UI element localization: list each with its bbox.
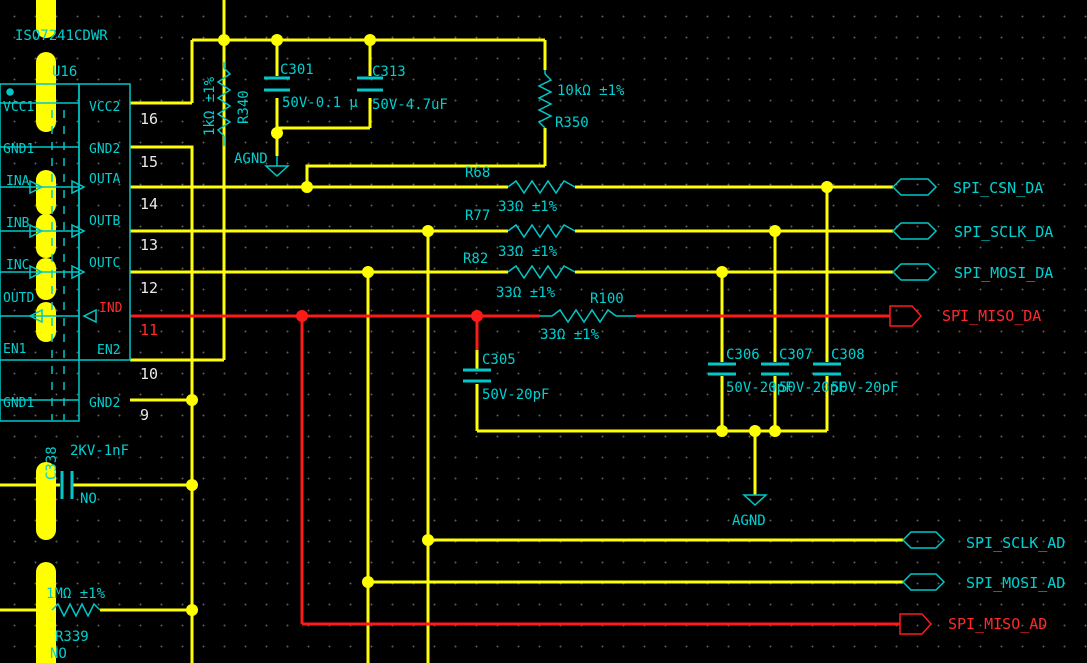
ground-symbol-bottom — [742, 494, 768, 507]
capacitor-c338[interactable] — [60, 471, 74, 499]
c306-ref: C306 — [726, 347, 760, 363]
resistor-r82[interactable] — [507, 264, 576, 280]
ic-left-pin-labels: VCC1 GND1 INA INB INC OUTD EN1 GND1 — [3, 100, 34, 411]
resistor-r339[interactable] — [51, 602, 101, 618]
resistor-r350[interactable] — [537, 70, 553, 129]
ic-pin-numbers: 16 15 14 13 12 11 10 9 — [140, 110, 158, 424]
port-spi-miso-ad[interactable]: SPI_MISO_AD — [948, 615, 1047, 633]
pin-label-vcc1: VCC1 — [3, 100, 34, 115]
agnd-label-bottom: AGND — [732, 513, 766, 529]
c338-ref: C338 — [44, 446, 60, 480]
c306-value: 50V-20pF — [726, 380, 793, 396]
pin-label-inc: INC — [6, 258, 29, 273]
r339-ref: R339 — [55, 629, 89, 645]
r100-ref: R100 — [590, 291, 624, 307]
pin-label-en2: EN2 — [97, 343, 120, 358]
r340-ref: R340 — [236, 90, 252, 124]
nets-yellow — [0, 0, 903, 663]
pin-number-15: 15 — [140, 153, 158, 171]
ic-part-number: ISO7241CDWR — [15, 28, 108, 44]
port-symbols-red — [889, 305, 933, 635]
pin-label-en1: EN1 — [3, 342, 26, 357]
pin-label-gnd2-b: GND2 — [89, 396, 120, 411]
r82-ref: R82 — [463, 251, 488, 267]
c308-value: 50V-20pF — [831, 380, 898, 396]
pin-number-13: 13 — [140, 236, 158, 254]
c338-value: 2KV-1nF — [70, 443, 129, 459]
c301-value: 50V-0.1 μ — [282, 95, 358, 111]
c301-ref: C301 — [280, 62, 314, 78]
capacitor-c313[interactable] — [357, 76, 383, 92]
r68-ref: R68 — [465, 165, 490, 181]
pin-label-outc: OUTC — [89, 256, 120, 271]
pin-label-outb: OUTB — [89, 214, 120, 229]
c305-ref: C305 — [482, 352, 516, 368]
c313-ref: C313 — [372, 64, 406, 80]
port-symbols — [891, 178, 946, 591]
capacitor-c307[interactable] — [761, 362, 789, 376]
c307-value: 50V-20pF — [779, 380, 846, 396]
junctions — [186, 34, 833, 616]
r339-value: 1MΩ ±1% — [46, 586, 106, 602]
pin-number-14: 14 — [140, 195, 158, 213]
ground-symbol-top — [264, 156, 290, 178]
pin-number-10: 10 — [140, 365, 158, 383]
pin-label-inb: INB — [6, 216, 30, 231]
c338-note: NO — [80, 491, 97, 507]
port-spi-mosi-da[interactable]: SPI_MOSI_DA — [954, 264, 1053, 282]
junctions-red — [296, 310, 483, 322]
pin-label-gnd1: GND1 — [3, 142, 34, 157]
capacitor-c305[interactable] — [463, 368, 491, 383]
c313-value: 50V-4.7uF — [372, 97, 448, 113]
r339-note: NO — [50, 646, 67, 662]
ic-ref: U16 — [52, 64, 77, 80]
r350-ref: R350 — [555, 115, 589, 131]
resistor-r340[interactable] — [216, 62, 232, 146]
r77-ref: R77 — [465, 208, 490, 224]
pin-label-outd: OUTD — [3, 291, 34, 306]
pin-number-16: 16 — [140, 110, 158, 128]
port-spi-mosi-ad[interactable]: SPI_MOSI_AD — [966, 574, 1065, 592]
ic-u16-body[interactable] — [0, 83, 131, 422]
pin-label-ina: INA — [6, 174, 30, 189]
r100-value: 33Ω ±1% — [540, 327, 600, 343]
capacitor-c308[interactable] — [813, 362, 841, 376]
port-spi-sclk-da[interactable]: SPI_SCLK_DA — [954, 223, 1053, 241]
port-spi-miso-da[interactable]: SPI_MISO_DA — [942, 307, 1041, 325]
c307-ref: C307 — [779, 347, 813, 363]
r77-value: 33Ω ±1% — [498, 244, 558, 260]
pin-number-9: 9 — [140, 406, 149, 424]
r68-value: 33Ω ±1% — [498, 199, 558, 215]
port-spi-csn-da[interactable]: SPI_CSN_DA — [953, 179, 1043, 197]
resistor-r68[interactable] — [507, 179, 576, 195]
c308-ref: C308 — [831, 347, 865, 363]
resistor-r100[interactable] — [540, 308, 636, 324]
r340-value: 1kΩ ±1% — [202, 76, 218, 136]
ic-right-pin-labels: VCC2 GND2 OUTA OUTB OUTC IND EN2 GND2 — [89, 100, 123, 411]
c305-value: 50V-20pF — [482, 387, 549, 403]
capacitor-c306[interactable] — [708, 362, 736, 376]
pin-number-12: 12 — [140, 279, 158, 297]
pin-label-gnd1-b: GND1 — [3, 396, 34, 411]
pin-label-outa: OUTA — [89, 172, 120, 187]
capacitor-c301[interactable] — [264, 76, 290, 92]
pin-label-gnd2: GND2 — [89, 142, 120, 157]
r82-value: 33Ω ±1% — [496, 285, 556, 301]
resistor-r77[interactable] — [507, 223, 576, 239]
pin-label-vcc2: VCC2 — [89, 100, 120, 115]
port-spi-sclk-ad[interactable]: SPI_SCLK_AD — [966, 534, 1065, 552]
r350-value: 10kΩ ±1% — [557, 83, 625, 99]
pin-label-ind: IND — [99, 301, 123, 316]
pin-number-11: 11 — [140, 321, 158, 339]
agnd-label-top: AGND — [234, 151, 268, 167]
